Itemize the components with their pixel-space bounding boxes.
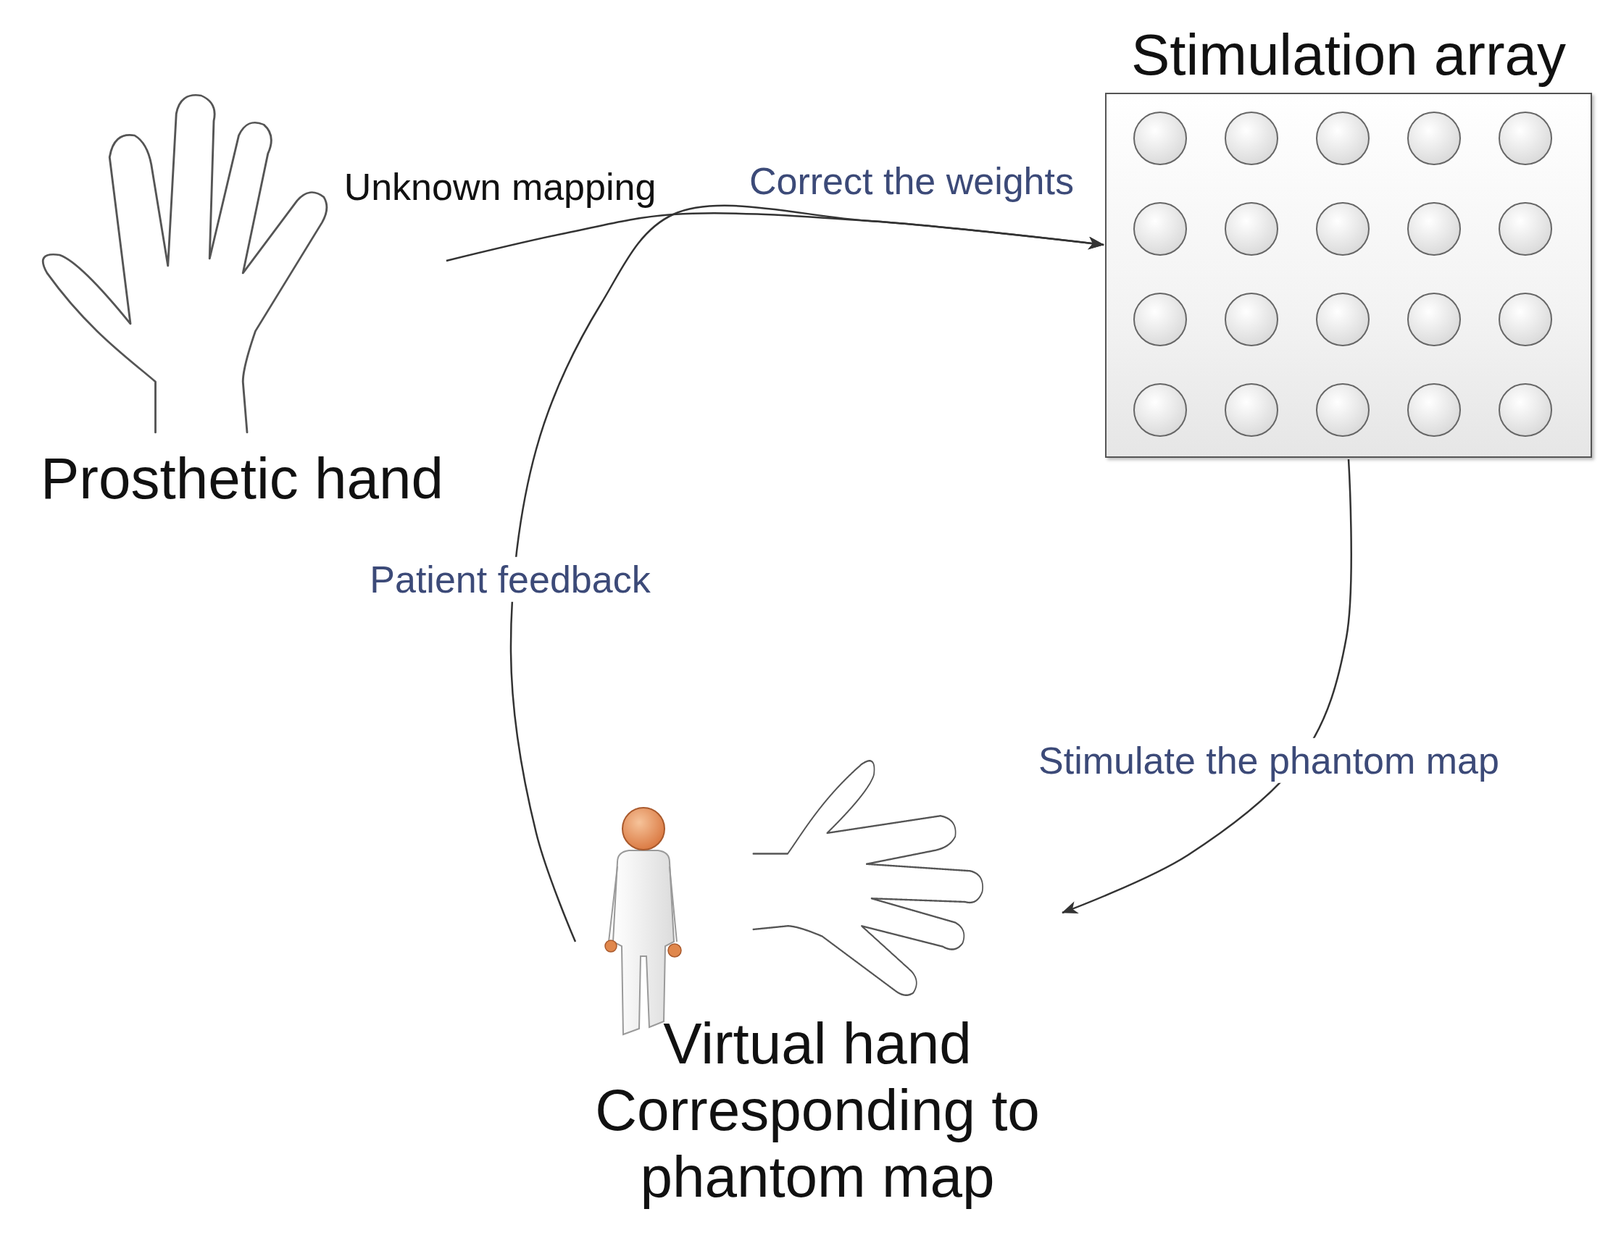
electrode	[1499, 384, 1552, 437]
electrode	[1407, 202, 1461, 256]
electrode	[1407, 293, 1461, 346]
flow-arrow	[446, 213, 1104, 261]
figure-space	[578, 724, 1057, 1011]
edge-label: Patient feedback	[363, 557, 656, 603]
electrode	[1225, 384, 1278, 437]
virtual-hand-drawing	[752, 760, 983, 996]
array-box	[1105, 92, 1593, 458]
electrode	[1134, 202, 1187, 256]
electrode	[1407, 384, 1461, 437]
electrode	[1316, 112, 1369, 165]
electrode	[1225, 293, 1278, 346]
edge-label: Stimulate the phantom map	[1032, 738, 1506, 784]
electrode	[1225, 202, 1278, 256]
electrode	[1499, 112, 1552, 165]
node-label: Stimulation array	[1105, 21, 1593, 93]
node-label: Virtual hand Corresponding to phantom ma…	[578, 1010, 1057, 1211]
prosthetic-hand-node: Prosthetic hand	[28, 79, 444, 513]
figure-space	[28, 79, 341, 446]
electrode	[1134, 293, 1187, 346]
electrode	[1134, 384, 1187, 437]
electrode-grid	[1106, 94, 1591, 457]
electrode	[1407, 112, 1461, 165]
virtual-hand-node: Virtual hand Corresponding to phantom ma…	[578, 724, 1057, 1211]
flow-label: Correct the weights	[749, 158, 1074, 204]
node-label: Prosthetic hand	[28, 445, 444, 513]
electrode	[1316, 202, 1369, 256]
electrode	[1316, 384, 1369, 437]
electrode	[1134, 112, 1187, 165]
electrode	[1499, 202, 1552, 256]
electrode	[1225, 112, 1278, 165]
stimulation-array-node: Stimulation array	[1105, 21, 1593, 458]
patient-figure	[605, 807, 682, 1035]
electrode	[1316, 293, 1369, 346]
electrode	[1499, 293, 1552, 346]
edge-label: Unknown mapping	[338, 164, 663, 210]
prosthetic-hand-drawing	[42, 94, 327, 433]
flow-arrow	[1062, 459, 1352, 914]
